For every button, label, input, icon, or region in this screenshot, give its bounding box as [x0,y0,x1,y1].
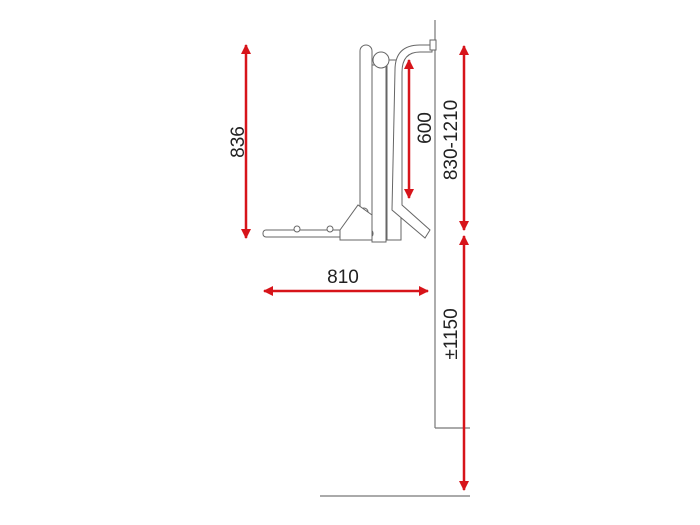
label-600: 600 [415,112,436,144]
label-836: 836 [228,126,249,158]
bike-rack-drawing [262,39,437,243]
label-830-1210: 830-1210 [441,100,462,180]
dimension-arrows [241,44,469,491]
label-810: 810 [327,267,359,288]
label-1150: ±1150 [441,308,462,359]
